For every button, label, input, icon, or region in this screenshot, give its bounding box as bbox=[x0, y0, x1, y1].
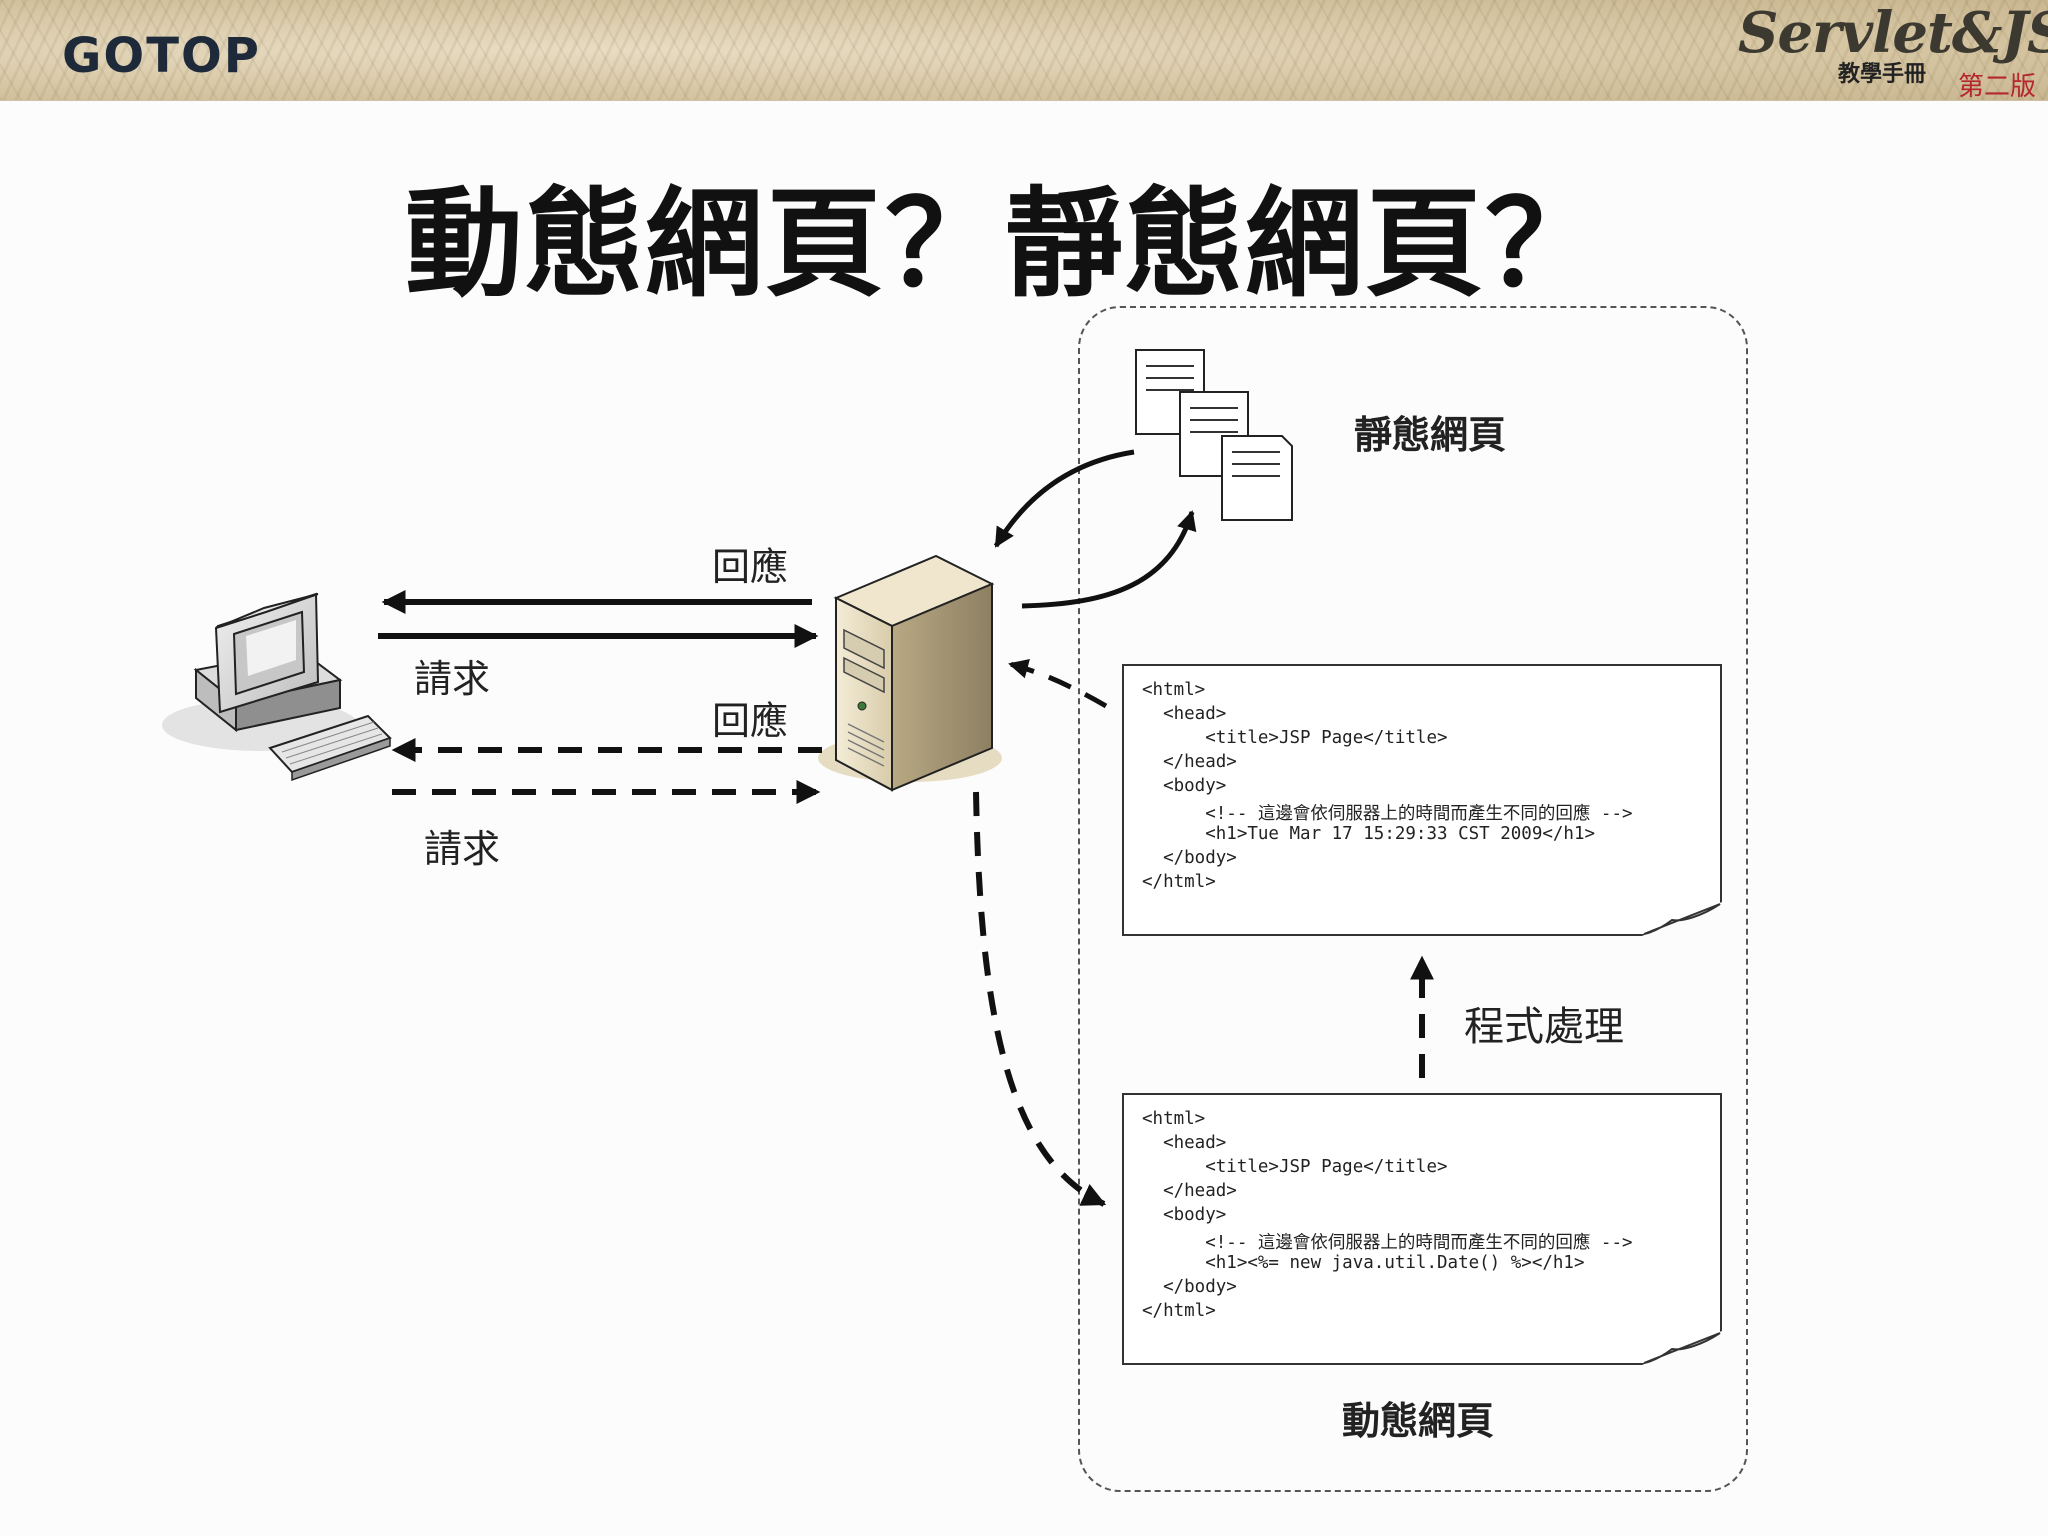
processing-label: 程式處理 bbox=[1464, 1004, 1624, 1050]
jsp-source-document: <html> <head> <title>JSP Page</title> </… bbox=[1122, 1093, 1722, 1365]
code-line: <head> bbox=[1142, 704, 1227, 724]
code-line: </head> bbox=[1142, 752, 1237, 772]
code-line: <body> bbox=[1142, 776, 1227, 796]
dynamic-flow-arrows bbox=[391, 658, 1434, 1207]
code-line: <html> bbox=[1142, 1109, 1206, 1129]
code-line: <body> bbox=[1142, 1205, 1227, 1225]
page-curl-icon bbox=[1642, 902, 1722, 936]
code-line: <title>JSP Page</title> bbox=[1142, 728, 1448, 748]
code-line: <!-- 這邊會依伺服器上的時間而產生不同的回應 --> bbox=[1142, 1233, 1633, 1253]
client-computer-icon bbox=[162, 592, 392, 782]
generated-html-document: <html> <head> <title>JSP Page</title> </… bbox=[1122, 664, 1722, 936]
dynamic-page-label: 動態網頁 bbox=[1342, 1399, 1495, 1443]
request-label-bottom: 請求 bbox=[424, 827, 501, 871]
code-line: </body> bbox=[1142, 848, 1237, 868]
book-logo-edition: 第二版 bbox=[1958, 72, 2037, 102]
code-line: </html> bbox=[1142, 872, 1216, 892]
code-line: <head> bbox=[1142, 1133, 1227, 1153]
header-banner: GOTOP Servlet&JSP 教學手冊 第二版 bbox=[0, 0, 2048, 102]
static-page-label: 靜態網頁 bbox=[1354, 413, 1507, 457]
book-logo: Servlet&JSP 教學手冊 第二版 bbox=[1730, 0, 2048, 102]
publisher-logo: GOTOP bbox=[62, 28, 261, 84]
server-icon bbox=[818, 554, 1002, 792]
server-side-region bbox=[1078, 306, 1748, 1492]
slide-title: 動態網頁？靜態網頁？ bbox=[404, 175, 1605, 313]
static-flow-arrows bbox=[378, 449, 1197, 648]
response-label-bottom: 回應 bbox=[712, 699, 789, 743]
code-line: </head> bbox=[1142, 1181, 1237, 1201]
code-line: <h1><%= new java.util.Date() %></h1> bbox=[1142, 1253, 1585, 1273]
code-line: </html> bbox=[1142, 1301, 1216, 1321]
response-label-top: 回應 bbox=[712, 545, 789, 589]
static-documents-icon bbox=[1135, 349, 1293, 521]
book-logo-title: Servlet&JSP bbox=[1738, 0, 2048, 66]
code-line: </body> bbox=[1142, 1277, 1237, 1297]
book-logo-subtitle: 教學手冊 bbox=[1838, 62, 1927, 87]
request-label-top: 請求 bbox=[414, 657, 491, 701]
code-line: <!-- 這邊會依伺服器上的時間而產生不同的回應 --> bbox=[1142, 804, 1633, 824]
code-line: <title>JSP Page</title> bbox=[1142, 1157, 1448, 1177]
code-line: <h1>Tue Mar 17 15:29:33 CST 2009</h1> bbox=[1142, 824, 1596, 844]
code-line: <html> bbox=[1142, 680, 1206, 700]
page-curl-icon bbox=[1642, 1331, 1722, 1365]
